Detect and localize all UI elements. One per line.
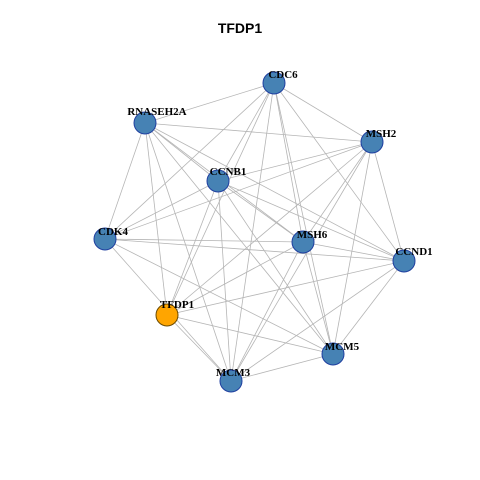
node-circle-msh6 [291, 230, 315, 254]
node-msh6: MSH6 [291, 229, 328, 254]
edge-msh2-ccnb1 [217, 141, 373, 182]
edge-cdc6-cdk4 [104, 82, 275, 240]
edge-cdc6-msh2 [273, 82, 373, 143]
node-label-cdk4: CDK4 [98, 226, 128, 238]
node-circle-ccnd1 [392, 249, 416, 273]
node-label-tfdp1: TFDP1 [160, 299, 194, 311]
edge-ccnd1-mcm3 [230, 260, 405, 382]
node-msh2: MSH2 [360, 128, 397, 154]
edge-msh2-tfdp1 [166, 141, 373, 316]
node-label-rnaseh2a: RNASEH2A [127, 106, 186, 118]
edge-cdc6-tfdp1 [166, 82, 275, 316]
node-circle-mcm5 [321, 342, 345, 366]
edge-msh2-msh6 [302, 141, 373, 243]
edge-rnaseh2a-msh2 [144, 122, 373, 143]
edge-cdc6-mcm5 [273, 82, 334, 355]
edge-ccnb1-tfdp1 [166, 180, 219, 316]
edge-msh2-ccnd1 [371, 141, 405, 262]
node-ccnd1: CCND1 [392, 246, 433, 273]
edge-rnaseh2a-mcm3 [144, 122, 232, 382]
edge-cdk4-ccnd1 [104, 238, 405, 262]
edge-ccnb1-mcm3 [217, 180, 232, 382]
node-label-msh6: MSH6 [297, 229, 328, 241]
node-circle-cdk4 [93, 227, 117, 251]
edge-rnaseh2a-ccnb1 [144, 122, 219, 182]
edge-cdk4-msh6 [104, 238, 304, 243]
edge-msh2-cdk4 [104, 141, 373, 240]
node-cdc6: CDC6 [262, 69, 298, 95]
edge-cdc6-ccnb1 [217, 82, 275, 182]
edge-msh6-ccnd1 [302, 241, 405, 262]
edge-ccnb1-msh6 [217, 180, 304, 243]
node-label-cdc6: CDC6 [268, 69, 298, 81]
node-circle-cdc6 [262, 71, 286, 95]
edge-cdk4-mcm5 [104, 238, 334, 355]
edge-ccnb1-ccnd1 [217, 180, 405, 262]
edge-ccnd1-tfdp1 [166, 260, 405, 316]
node-label-msh2: MSH2 [366, 128, 397, 140]
edge-rnaseh2a-ccnd1 [144, 122, 405, 262]
node-label-ccnd1: CCND1 [395, 246, 432, 258]
edge-rnaseh2a-mcm5 [144, 122, 334, 355]
node-circle-mcm3 [219, 369, 243, 393]
node-circle-msh2 [360, 130, 384, 154]
edge-ccnd1-mcm5 [332, 260, 405, 355]
edge-cdc6-ccnd1 [273, 82, 405, 262]
edge-msh2-mcm3 [230, 141, 373, 382]
node-circle-rnaseh2a [133, 111, 157, 135]
node-tfdp1: TFDP1 [155, 299, 194, 327]
edge-rnaseh2a-tfdp1 [144, 122, 168, 316]
edge-ccnb1-mcm5 [217, 180, 334, 355]
edge-rnaseh2a-cdk4 [104, 122, 146, 240]
edge-mcm5-mcm3 [230, 353, 334, 382]
edge-msh2-mcm5 [332, 141, 373, 355]
graph-title: TFDP1 [217, 20, 263, 36]
edge-tfdp1-mcm5 [166, 314, 334, 355]
node-label-mcm5: MCM5 [325, 341, 360, 353]
edge-ccnb1-cdk4 [104, 180, 219, 240]
node-label-ccnb1: CCNB1 [210, 166, 247, 178]
node-ccnb1: CCNB1 [206, 166, 247, 193]
node-mcm5: MCM5 [321, 341, 360, 366]
edge-msh6-tfdp1 [166, 241, 304, 316]
node-circle-tfdp1 [155, 303, 179, 327]
edge-tfdp1-mcm3 [166, 314, 232, 382]
edge-msh6-mcm3 [230, 241, 304, 382]
node-mcm3: MCM3 [216, 367, 251, 393]
edge-cdc6-rnaseh2a [144, 82, 275, 124]
edge-msh6-mcm5 [302, 241, 334, 355]
node-cdk4: CDK4 [93, 226, 128, 251]
edge-layer [104, 82, 405, 382]
node-label-mcm3: MCM3 [216, 367, 251, 379]
edge-cdc6-msh6 [273, 82, 304, 243]
node-circle-ccnb1 [206, 169, 230, 193]
node-rnaseh2a: RNASEH2A [127, 106, 187, 135]
edge-cdc6-mcm3 [230, 82, 275, 382]
